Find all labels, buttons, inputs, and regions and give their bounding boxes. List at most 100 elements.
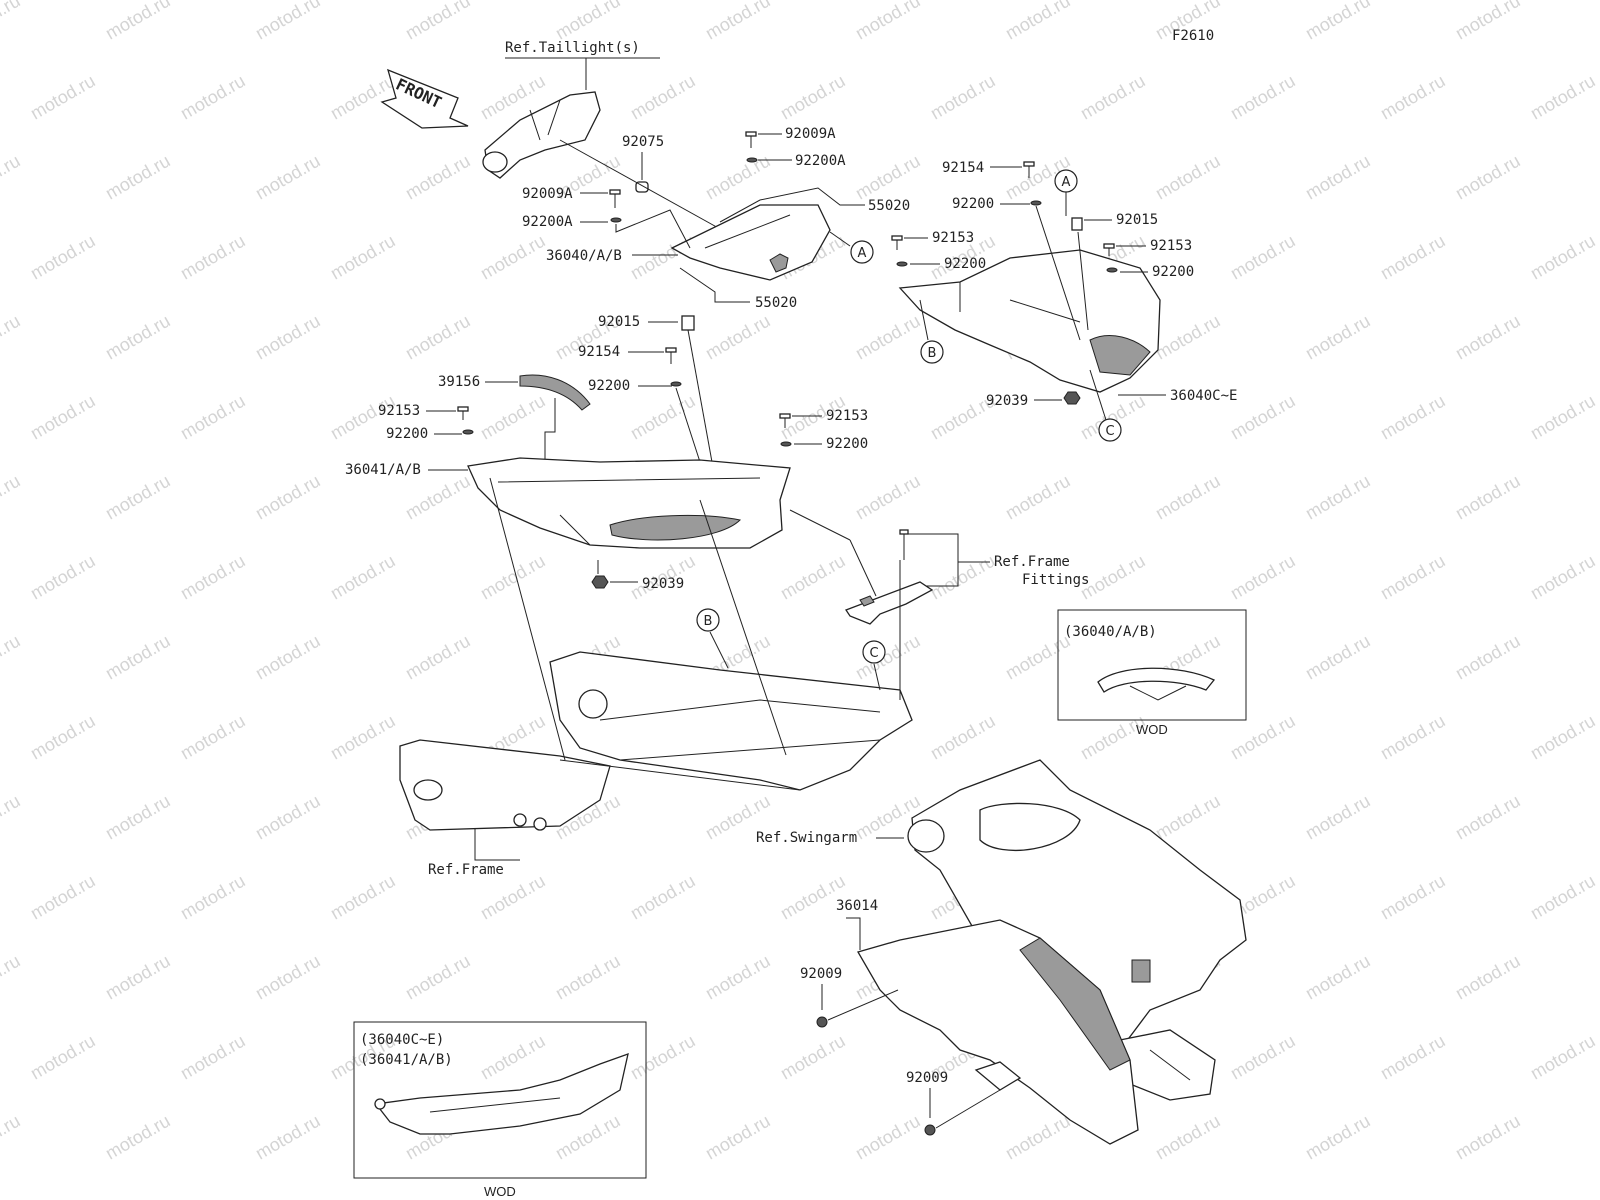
watermark-text: motod.ru <box>177 391 249 444</box>
inset-top-part <box>1097 667 1216 701</box>
label-92200-mid2: 92200 <box>826 436 868 452</box>
side-cover-36041 <box>467 457 791 549</box>
watermark-text: motod.ru <box>1527 871 1599 924</box>
watermark-text: motod.ru <box>1152 1111 1224 1164</box>
watermark-text: motod.ru <box>1527 711 1599 764</box>
ref-swingarm-label: Ref.Swingarm <box>756 830 857 846</box>
watermark-text: motod.ru <box>177 231 249 284</box>
callout-c-frame: C <box>862 640 886 664</box>
bolt-92153-left <box>457 406 469 420</box>
label-92075: 92075 <box>622 134 664 150</box>
watermark-text: motod.ru <box>552 0 624 43</box>
watermark-text: motod.ru <box>402 631 474 684</box>
bolt-92009-b <box>924 1124 936 1136</box>
watermark-text: motod.ru <box>702 151 774 204</box>
label-36041AB: 36041/A/B <box>345 462 421 478</box>
watermark-text: motod.ru <box>1302 311 1374 364</box>
watermark-text: motod.ru <box>1452 471 1524 524</box>
watermark-text: motod.ru <box>1302 631 1374 684</box>
taillight-ref-part <box>482 91 601 179</box>
watermark-text: motod.ru <box>327 711 399 764</box>
bolt-92153-r2 <box>1103 243 1115 256</box>
watermark-text: motod.ru <box>252 1111 324 1164</box>
label-92200-r1: 92200 <box>944 256 986 272</box>
label-39156: 39156 <box>438 374 480 390</box>
watermark-text: motod.ru <box>1452 311 1524 364</box>
watermark-text: motod.ru <box>1002 631 1074 684</box>
watermark-text: motod.ru <box>0 1111 24 1164</box>
inset-top-footer: WOD <box>1136 722 1168 737</box>
watermark-text: motod.ru <box>1527 231 1599 284</box>
watermark-text: motod.ru <box>702 311 774 364</box>
inset-bottom-part <box>374 1052 629 1135</box>
watermark-text: motod.ru <box>27 711 99 764</box>
svg-text:C: C <box>1105 424 1114 439</box>
label-36040CE: 36040C~E <box>1170 388 1237 404</box>
ref-frame-label: Ref.Frame <box>428 862 504 878</box>
watermark-text: motod.ru <box>327 871 399 924</box>
watermark-text: motod.ru <box>627 391 699 444</box>
inset-bottom-footer: WOD <box>484 1184 516 1199</box>
watermark-text: motod.ru <box>627 871 699 924</box>
watermark-text: motod.ru <box>102 311 174 364</box>
watermark-text: motod.ru <box>1527 391 1599 444</box>
watermark-text: motod.ru <box>402 471 474 524</box>
watermark-text: motod.ru <box>927 551 999 604</box>
label-55020-bottom: 55020 <box>755 295 797 311</box>
label-92200-left: 92200 <box>386 426 428 442</box>
inset-box-36040CE-36041AB <box>353 1021 647 1179</box>
bolt-92153-r1 <box>891 235 903 250</box>
label-92039-right: 92039 <box>986 393 1028 409</box>
watermark-text: motod.ru <box>252 311 324 364</box>
watermark-text: motod.ru <box>1452 0 1524 43</box>
watermark-text: motod.ru <box>627 1031 699 1084</box>
frame-fittings-bracket <box>845 581 934 625</box>
watermark-text: motod.ru <box>327 231 399 284</box>
screw-92009A-top <box>745 131 757 148</box>
watermark-text: motod.ru <box>1377 391 1449 444</box>
label-92015-mid: 92015 <box>598 314 640 330</box>
label-92200-r2: 92200 <box>1152 264 1194 280</box>
watermark-text: motod.ru <box>1452 631 1524 684</box>
label-92200A-left: 92200A <box>522 214 573 230</box>
watermark-text: motod.ru <box>402 0 474 43</box>
watermark-text: motod.ru <box>852 0 924 43</box>
watermark-text: motod.ru <box>1227 1031 1299 1084</box>
watermark-text: motod.ru <box>1452 951 1524 1004</box>
watermark-text: motod.ru <box>102 631 174 684</box>
watermark-text: motod.ru <box>1377 551 1449 604</box>
label-92153-r2: 92153 <box>1150 238 1192 254</box>
nut-92039-mid <box>591 575 609 589</box>
watermark-text: motod.ru <box>0 0 24 43</box>
callout-b-right: B <box>920 340 944 364</box>
watermark-text: motod.ru <box>1452 1111 1524 1164</box>
watermark-text: motod.ru <box>177 871 249 924</box>
rear-subframe <box>399 651 913 831</box>
watermark-text: motod.ru <box>102 0 174 43</box>
watermark-text: motod.ru <box>552 951 624 1004</box>
watermark-text: motod.ru <box>252 151 324 204</box>
svg-text:A: A <box>1062 175 1071 190</box>
watermark-text: motod.ru <box>477 1031 549 1084</box>
bolt-92153-mid <box>779 413 791 428</box>
label-92200-right: 92200 <box>952 196 994 212</box>
watermark-text: motod.ru <box>1527 71 1599 124</box>
watermark-text: motod.ru <box>1227 711 1299 764</box>
watermark-text: motod.ru <box>27 391 99 444</box>
label-92039-mid: 92039 <box>642 576 684 592</box>
label-92154-right: 92154 <box>942 160 984 176</box>
label-92009A-left: 92009A <box>522 186 573 202</box>
label-92009A-top: 92009A <box>785 126 836 142</box>
callout-b-frame: B <box>696 608 720 632</box>
chain-cover-36014 <box>857 919 1139 1145</box>
watermark-text: motod.ru <box>1452 151 1524 204</box>
watermark-text: motod.ru <box>1527 551 1599 604</box>
svg-text:B: B <box>704 614 713 629</box>
label-92200A-top: 92200A <box>795 153 846 169</box>
ref-frame-fittings-label-2: Fittings <box>1022 572 1089 588</box>
watermark-text: motod.ru <box>102 471 174 524</box>
watermark-text: motod.ru <box>0 631 24 684</box>
watermark-text: motod.ru <box>1527 1031 1599 1084</box>
